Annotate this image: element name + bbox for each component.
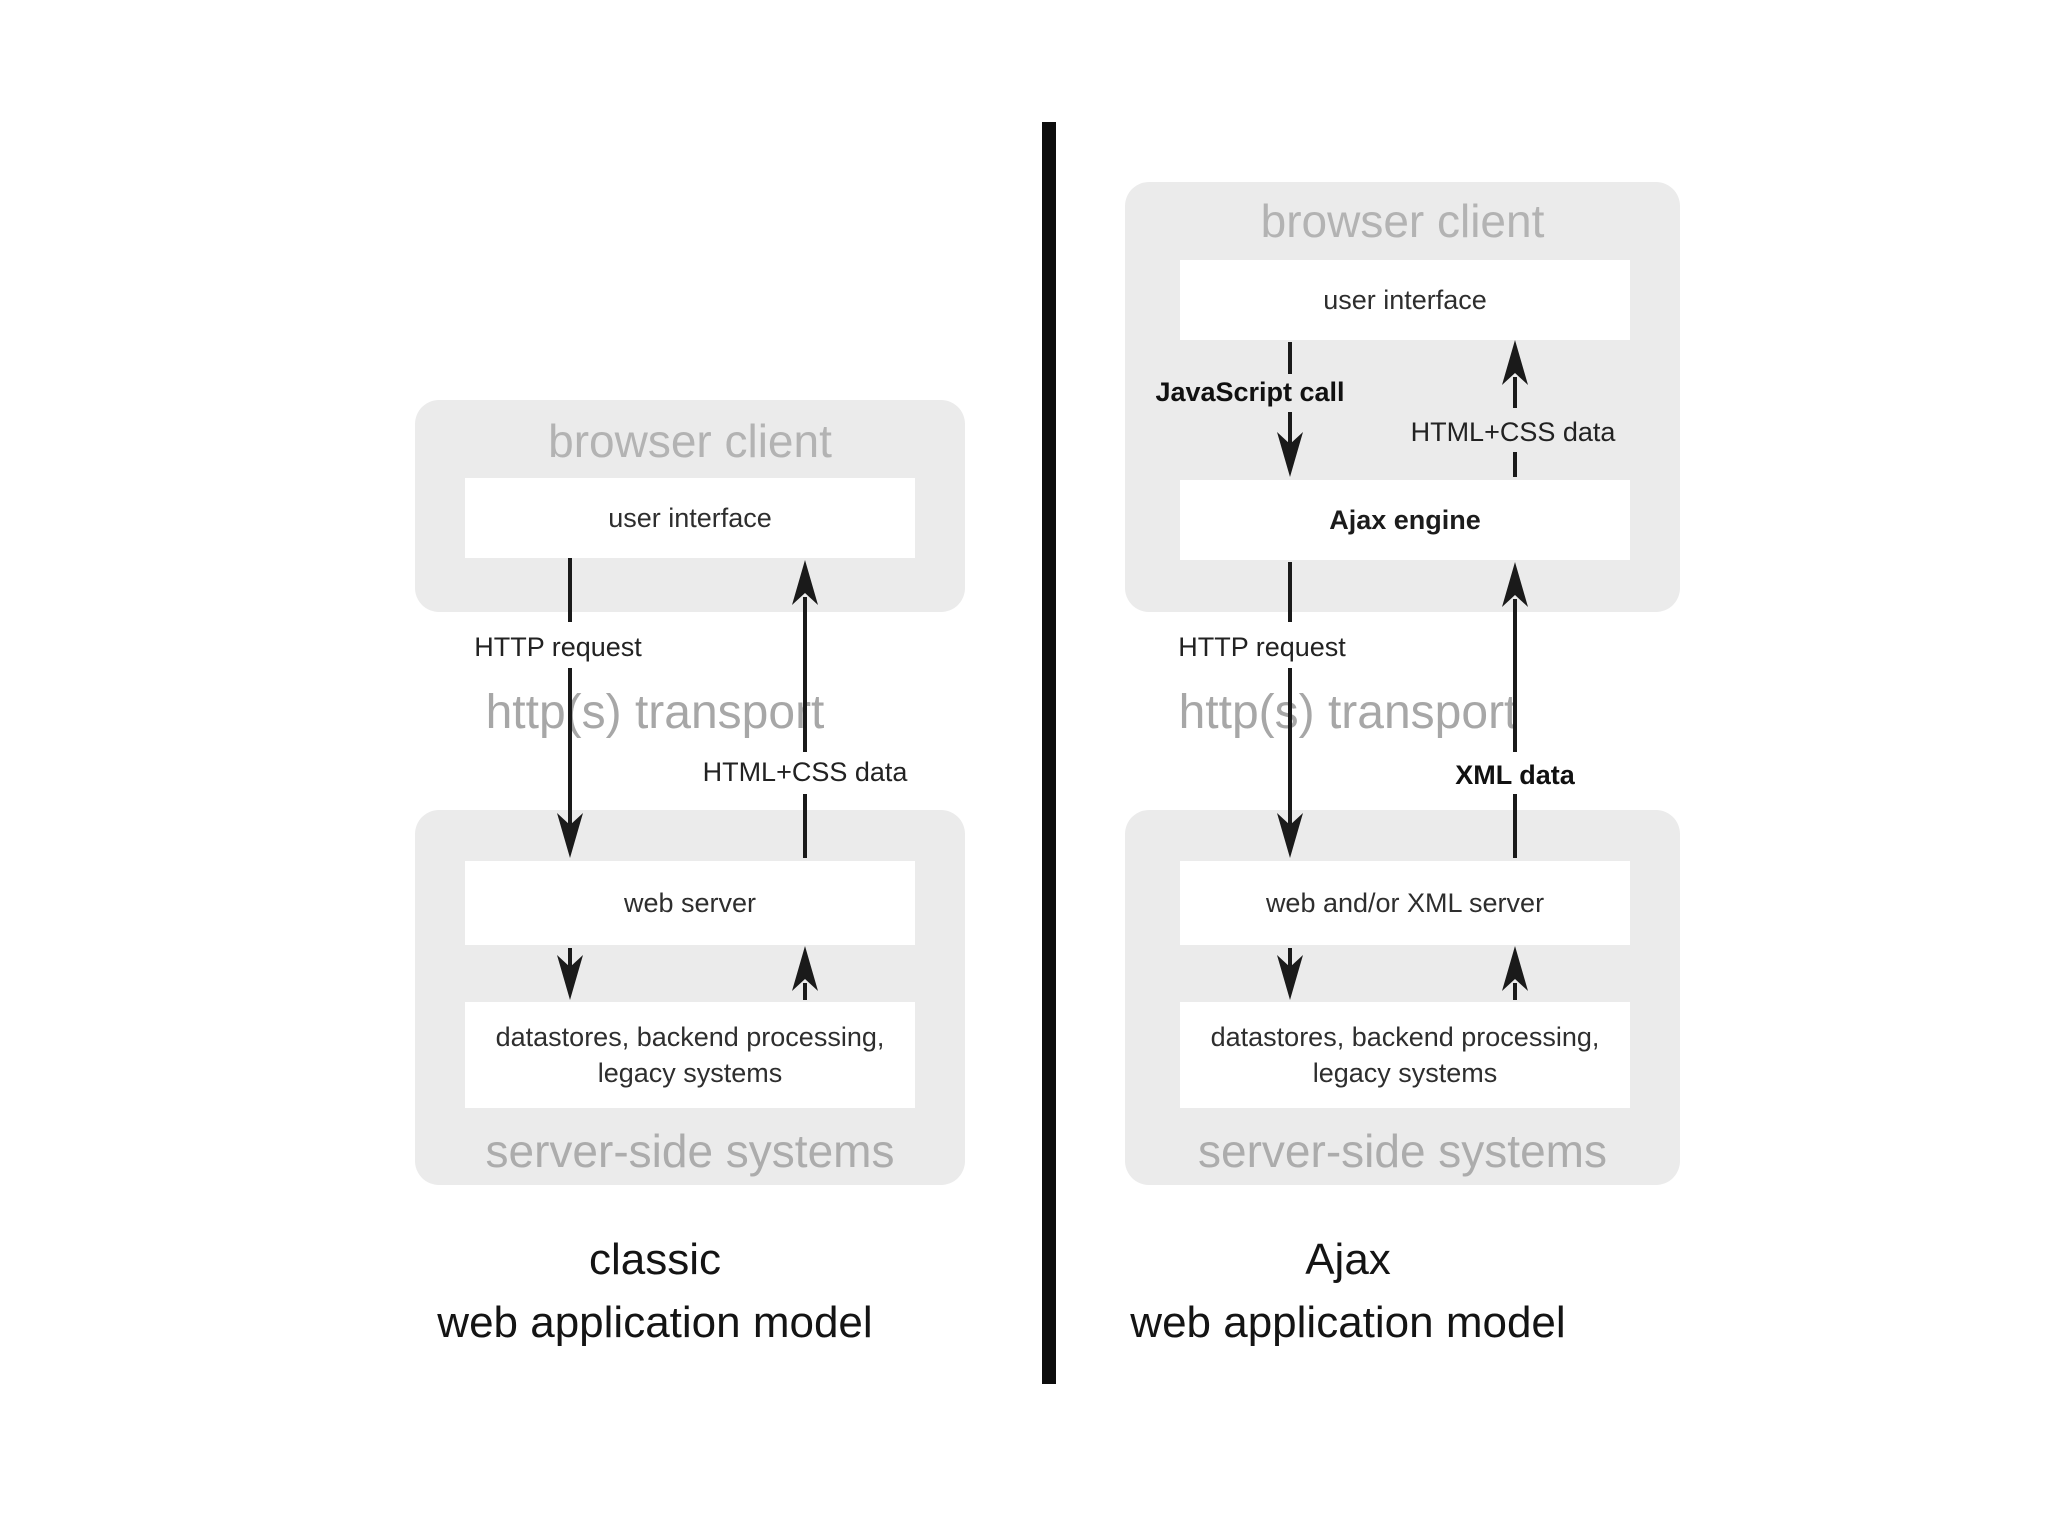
left-browser-client-heading: browser client: [548, 415, 832, 467]
javascript-call-label: JavaScript call: [1155, 377, 1345, 407]
left-datastores-label: datastores, backend processing, legacy s…: [495, 1022, 885, 1088]
ajax-engine-box: Ajax engine: [1180, 480, 1630, 560]
left-model-title-line1: classic: [588, 1235, 722, 1284]
left-datastores-box: datastores, backend processing, legacy s…: [465, 1002, 915, 1108]
left-transport-label: http(s) transport: [485, 686, 825, 739]
left-http-request-label: HTTP request: [474, 632, 642, 662]
right-datastores-box: datastores, backend processing, legacy s…: [1180, 1002, 1630, 1108]
right-browser-client-heading: browser client: [1260, 195, 1545, 247]
left-web-server-box: web server: [465, 861, 915, 945]
left-htmlcss-data-label: HTML+CSS data: [702, 757, 908, 787]
left-server-side-heading: server-side systems: [485, 1125, 895, 1177]
right-user-interface-label: user interface: [1323, 285, 1487, 315]
left-web-server-label: web server: [623, 888, 757, 918]
left-model-title-line2: web application model: [437, 1298, 873, 1347]
left-user-interface-label: user interface: [608, 503, 772, 533]
right-model-title-line2: web application model: [1130, 1298, 1566, 1347]
right-user-interface-box: user interface: [1180, 260, 1630, 340]
ajax-engine-label: Ajax engine: [1329, 505, 1481, 535]
right-model-title: Ajax web application model: [1073, 1228, 1623, 1354]
right-htmlcss-data-label: HTML+CSS data: [1410, 417, 1616, 447]
right-web-server-label: web and/or XML server: [1265, 888, 1545, 918]
right-http-request-label: HTTP request: [1178, 632, 1346, 662]
left-user-interface-box: user interface: [465, 478, 915, 558]
right-datastores-label: datastores, backend processing, legacy s…: [1210, 1022, 1600, 1088]
left-model-title: classic web application model: [380, 1228, 930, 1354]
right-transport-label: http(s) transport: [1178, 686, 1518, 739]
right-model-title-line1: Ajax: [1305, 1235, 1391, 1284]
right-web-server-box: web and/or XML server: [1180, 861, 1630, 945]
right-server-side-heading: server-side systems: [1198, 1125, 1607, 1177]
column-divider: [1042, 122, 1056, 1384]
xml-data-label: XML data: [1455, 760, 1575, 790]
